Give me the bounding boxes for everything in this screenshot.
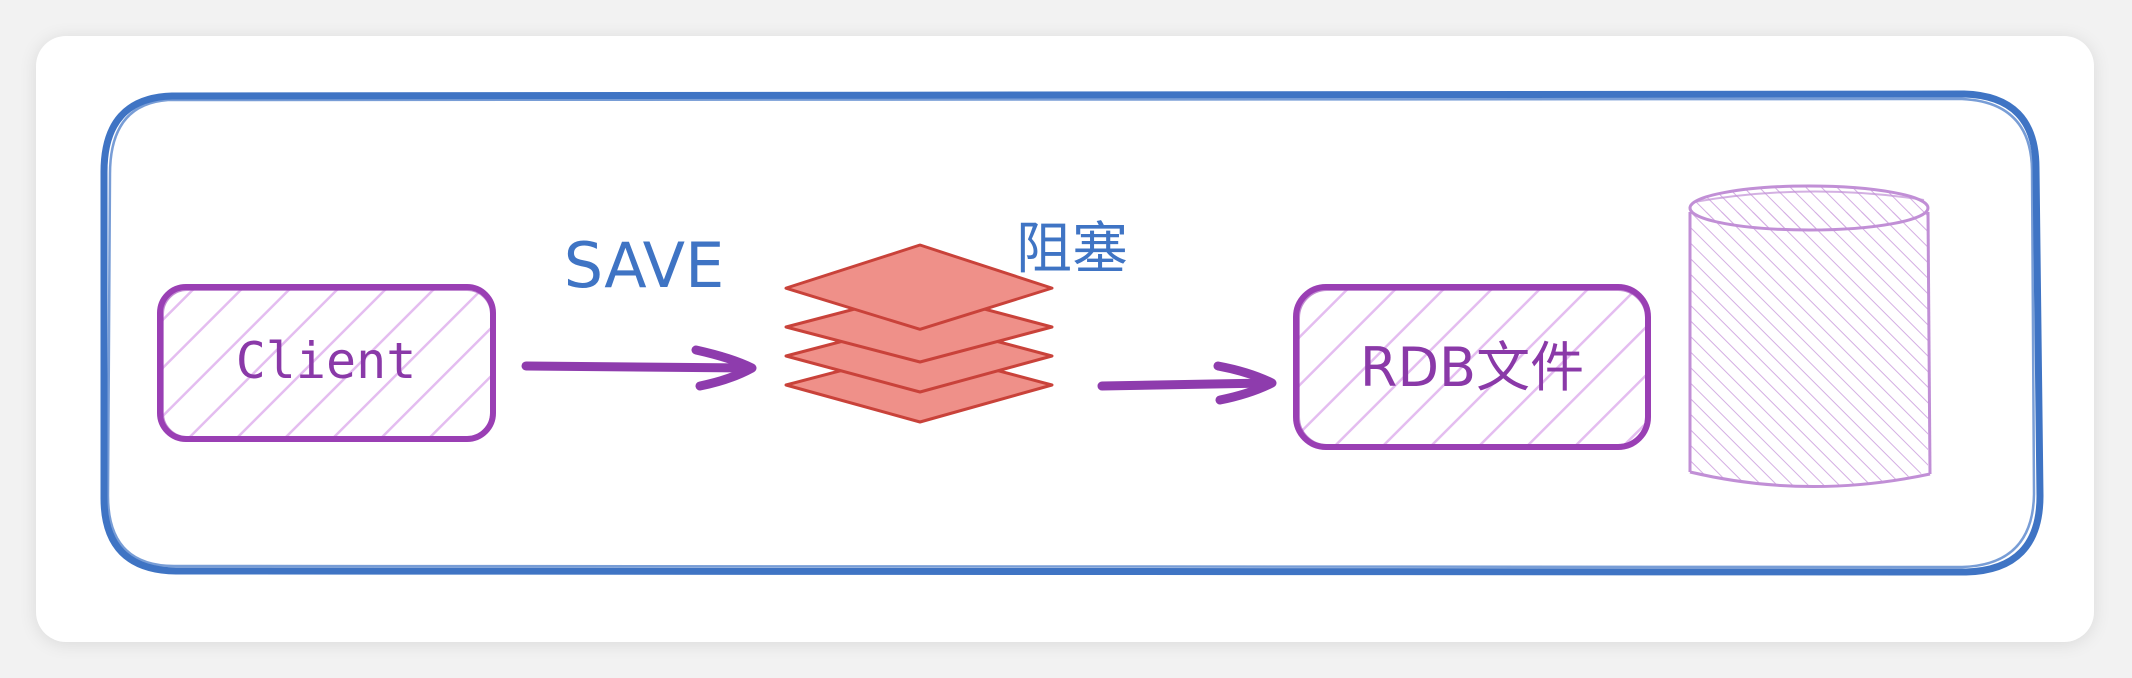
rdb-file-label: RDB文件 [1360, 336, 1584, 399]
database-cylinder-icon [1688, 184, 1932, 488]
layers-icon [784, 243, 1054, 424]
block-label: 阻塞 [1016, 217, 1128, 282]
arrow-client-to-stack [521, 345, 757, 391]
outer-frame [100, 90, 2044, 576]
client-label: Client [236, 332, 417, 390]
rdb-file-node: RDB文件 [1293, 284, 1651, 450]
client-node: Client [157, 284, 496, 442]
arrow-stack-to-rdb [1097, 361, 1277, 405]
save-label: SAVE [564, 229, 725, 302]
